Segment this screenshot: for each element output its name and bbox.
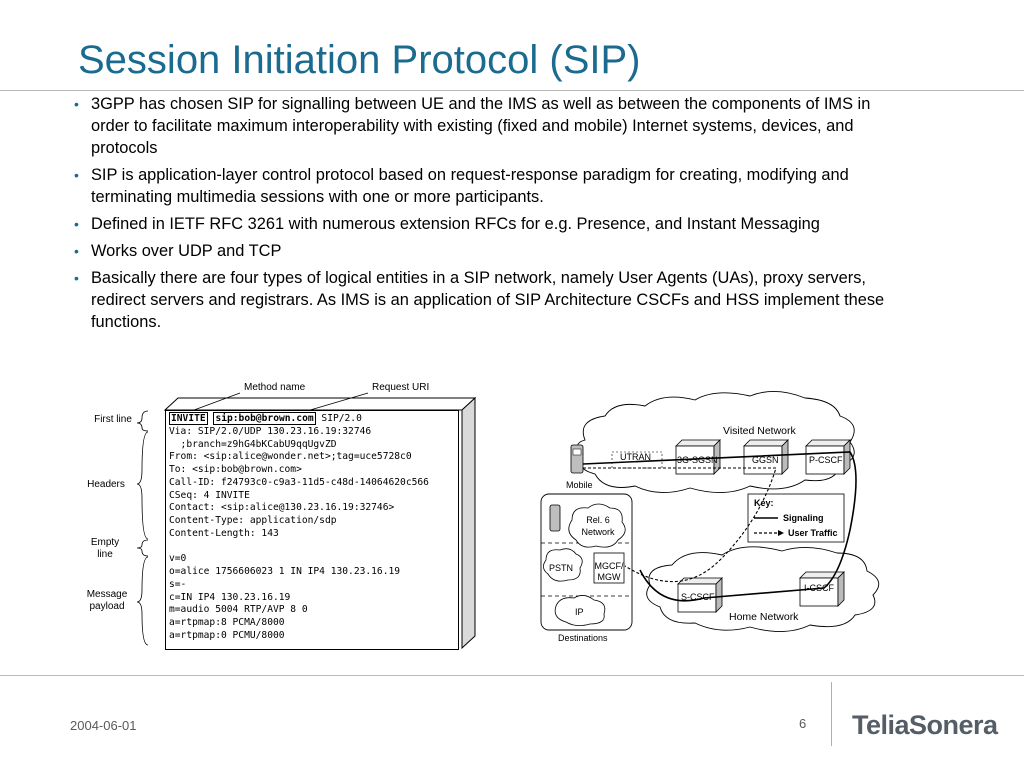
bullet-item: • Works over UDP and TCP	[72, 240, 912, 262]
empty-line-label: Empty line	[90, 537, 120, 560]
bullet-text: 3GPP has chosen SIP for signalling betwe…	[91, 95, 871, 157]
bullet-icon: •	[74, 96, 79, 112]
title-rule	[0, 90, 1024, 91]
bullet-list: • 3GPP has chosen SIP for signalling betw…	[72, 93, 912, 338]
mgw-label: MGW	[597, 572, 621, 582]
first-line-label: First line	[94, 414, 132, 425]
bullet-item: • Basically there are four types of logic…	[72, 267, 912, 333]
headers-label: Headers	[87, 479, 125, 490]
code-line: From: <sip:alice@wonder.net>;tag=uce5728…	[169, 451, 412, 463]
request-uri-token: sip:bob@brown.com	[213, 412, 316, 425]
key-label: Key:	[754, 498, 774, 508]
message-payload-label: Message payload	[86, 589, 128, 612]
brand-logo: TeliaSonera	[852, 710, 998, 740]
request-uri-label: Request URI	[372, 382, 430, 393]
sgsn-label: 3G-SGSN	[677, 455, 718, 465]
destinations-label: Destinations	[558, 633, 608, 643]
slide-title: Session Initiation Protocol (SIP)	[78, 38, 641, 82]
code-line: Contact: <sip:alice@130.23.16.19:32746>	[169, 502, 395, 514]
icscf-label: I-CSCF	[804, 583, 834, 593]
pstn-cloud	[543, 548, 583, 582]
bullet-icon: •	[74, 270, 79, 286]
visited-network-label: Visited Network	[723, 425, 796, 437]
sip-message-box	[165, 410, 459, 650]
method-name-label: Method name	[244, 382, 306, 393]
bullet-icon: •	[74, 216, 79, 232]
mgcf-label: MGCF/	[594, 561, 624, 571]
bullet-icon: •	[74, 243, 79, 259]
code-line: CSeq: 4 INVITE	[169, 489, 250, 501]
sip-version: SIP/2.0	[315, 413, 362, 424]
mobile-label: Mobile	[566, 480, 593, 490]
bullet-item: • 3GPP has chosen SIP for signalling betw…	[72, 93, 912, 159]
footer-separator	[831, 682, 832, 746]
code-line: Via: SIP/2.0/UDP 130.23.16.19:32746	[169, 425, 372, 437]
code-line: ;branch=z9hG4bKCabU9qqUgvZD	[169, 438, 337, 450]
code-line: c=IN IP4 130.23.16.19	[169, 591, 291, 603]
pcscf-label: P-CSCF	[809, 455, 843, 465]
code-line: a=rtpmap:8 PCMA/8000	[169, 617, 285, 628]
pcscf-box	[805, 439, 851, 475]
ggsn-box	[743, 439, 789, 475]
scscf-label: S-CSCF	[681, 592, 715, 602]
destination-phone-icon	[549, 504, 561, 532]
code-line: m=audio 5004 RTP/AVP 8 0	[169, 604, 308, 616]
rel6-label: Rel. 6	[586, 515, 610, 525]
bullet-icon: •	[74, 167, 79, 183]
footer-date: 2004-06-01	[70, 718, 137, 733]
footer-rule	[0, 675, 1024, 676]
code-line: a=rtpmap:0 PCMU/8000	[169, 629, 285, 641]
rel6-network-cloud	[568, 503, 626, 548]
utran-label: UTRAN	[620, 452, 651, 462]
code-line: Content-Type: application/sdp	[169, 515, 337, 526]
user-traffic-path	[583, 467, 777, 583]
key-box	[747, 493, 845, 543]
bullet-text: Defined in IETF RFC 3261 with numerous e…	[91, 215, 820, 233]
bullet-text: Works over UDP and TCP	[91, 242, 282, 260]
code-line: To: <sip:bob@brown.com>	[169, 464, 302, 475]
code-line: o=alice 1756606023 1 IN IP4 130.23.16.19	[169, 566, 401, 577]
home-network-label: Home Network	[729, 611, 799, 623]
sip-message-text: INVITE sip:bob@brown.com SIP/2.0 Via: SI…	[169, 412, 429, 643]
ip-cloud	[554, 595, 606, 626]
code-line: s=-	[169, 578, 187, 590]
user-traffic-label: User Traffic	[788, 528, 838, 538]
code-line: Call-ID: f24793c0-c9a3-11d5-c48d-1406462…	[169, 476, 429, 488]
rel6-network-label: Network	[581, 527, 615, 537]
ggsn-label: GGSN	[752, 455, 779, 465]
signaling-label: Signaling	[783, 513, 824, 523]
mgcf-box	[593, 552, 625, 584]
bullet-text: SIP is application-layer control protoco…	[91, 166, 849, 206]
sgsn-box	[675, 439, 721, 475]
bullet-item: • SIP is application-layer control protoc…	[72, 164, 912, 208]
pstn-label: PSTN	[549, 563, 574, 573]
signaling-path	[582, 451, 857, 602]
code-line: Content-Length: 143	[169, 527, 279, 539]
method-token: INVITE	[169, 412, 208, 425]
page-number: 6	[799, 716, 807, 731]
ip-label: IP	[575, 607, 584, 617]
bullet-text: Basically there are four types of logica…	[91, 269, 885, 331]
bullet-item: • Defined in IETF RFC 3261 with numerous …	[72, 213, 912, 235]
icscf-box	[799, 571, 845, 607]
code-line: v=0	[169, 553, 187, 565]
